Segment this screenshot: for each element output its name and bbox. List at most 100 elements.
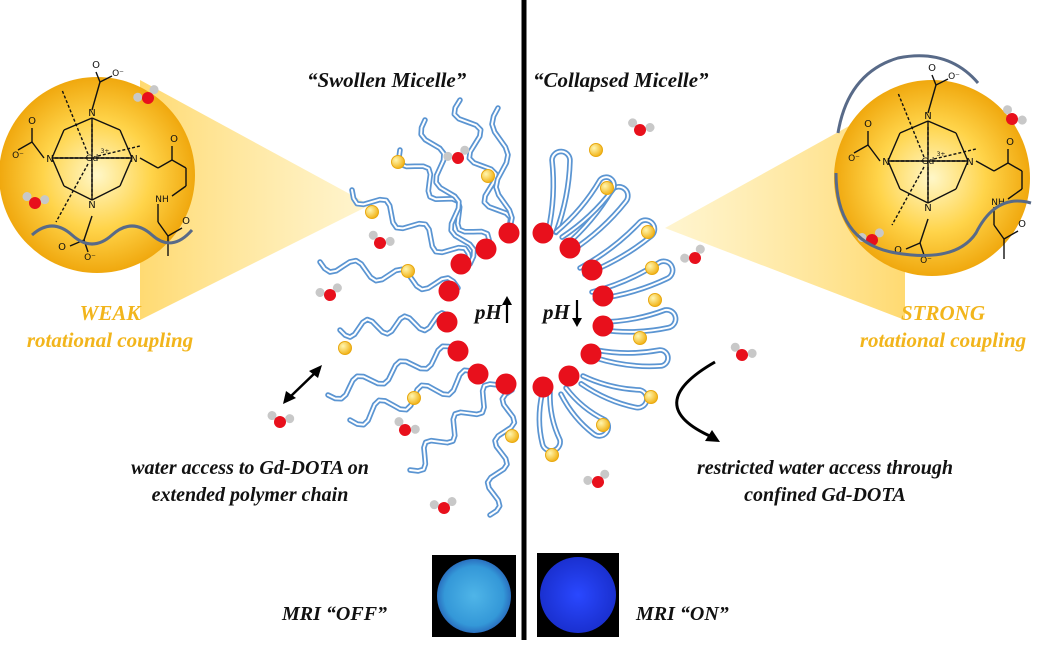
atom-label: NH bbox=[155, 195, 169, 205]
oxygen-atom bbox=[736, 349, 748, 361]
bond-line bbox=[51, 157, 65, 187]
swollen-micelle-title: “Swollen Micelle” bbox=[307, 68, 467, 92]
gd-bead bbox=[401, 264, 415, 278]
hydrogen-atom bbox=[460, 145, 470, 155]
atom-label: N bbox=[88, 200, 95, 211]
oxygen-atom bbox=[29, 197, 41, 209]
core-unit bbox=[467, 363, 489, 385]
core-unit bbox=[450, 253, 472, 275]
bond-line bbox=[993, 224, 1005, 240]
hydrogen-atom bbox=[149, 85, 159, 95]
mri-off-label: MRI “OFF” bbox=[282, 603, 388, 625]
bond-line bbox=[935, 78, 949, 86]
bond-line bbox=[97, 145, 141, 157]
left-caption-line2: extended polymer chain bbox=[151, 484, 349, 506]
right-gd-dota-magnified bbox=[834, 80, 1030, 276]
oxygen-atom bbox=[274, 416, 286, 428]
hydrogen-atom bbox=[133, 92, 143, 102]
bond-line bbox=[1003, 230, 1019, 240]
ph-right-label: pH bbox=[543, 300, 570, 324]
left-zoom-cone bbox=[140, 80, 370, 320]
oxygen-atom bbox=[1006, 113, 1018, 125]
hydrogen-atom bbox=[443, 151, 453, 161]
core-unit bbox=[495, 373, 517, 395]
atom-label: N bbox=[46, 154, 53, 165]
bond-line bbox=[99, 75, 113, 83]
mri-on-image bbox=[537, 553, 619, 637]
polymer-chain-core bbox=[486, 389, 516, 516]
hydrogen-atom bbox=[730, 342, 740, 352]
weak-label: WEAK bbox=[79, 301, 141, 325]
gd-bead bbox=[589, 143, 603, 157]
ph-up-arrow-icon bbox=[502, 296, 512, 323]
polymer-chain-core bbox=[409, 383, 499, 472]
hydrogen-atom bbox=[645, 122, 655, 132]
right-caption-line2: confined Gd-DOTA bbox=[744, 484, 906, 506]
atom-label: O⁻ bbox=[112, 69, 124, 79]
oxygen-atom bbox=[452, 152, 464, 164]
right-coupling-label: STRONG rotational coupling bbox=[838, 300, 1048, 354]
atom-label: O bbox=[894, 245, 902, 256]
hydrogen-atom bbox=[429, 500, 439, 510]
polymer-chain-core bbox=[397, 149, 491, 249]
atom-label: O⁻ bbox=[12, 151, 24, 161]
gd-bead bbox=[645, 261, 659, 275]
bond-line bbox=[933, 148, 977, 160]
oxygen-atom bbox=[689, 252, 701, 264]
core-unit bbox=[592, 315, 614, 337]
core-unit bbox=[580, 343, 602, 365]
core-unit bbox=[581, 259, 603, 281]
water-molecule-icon bbox=[1002, 105, 1027, 125]
left-rotational-coupling: rotational coupling bbox=[26, 328, 194, 352]
bond-line bbox=[919, 242, 925, 256]
bond-line bbox=[61, 89, 89, 155]
bond-line bbox=[31, 141, 45, 159]
bond-line bbox=[919, 218, 929, 244]
bond-line bbox=[157, 221, 169, 237]
atom-label: O bbox=[1018, 219, 1026, 230]
gd-bead bbox=[648, 293, 662, 307]
hydrogen-atom bbox=[747, 348, 757, 358]
hydrogen-atom bbox=[267, 411, 277, 421]
left-caption: water access to Gd-DOTA on extended poly… bbox=[90, 455, 410, 509]
gd-bead bbox=[633, 331, 647, 345]
bond-line bbox=[55, 163, 89, 223]
gd-bead bbox=[338, 341, 352, 355]
strong-label: STRONG bbox=[900, 301, 985, 325]
core-unit bbox=[532, 376, 554, 398]
bond-line bbox=[887, 132, 901, 162]
gd-bead bbox=[641, 225, 655, 239]
water-molecule-icon bbox=[315, 283, 342, 301]
right-caption: restricted water access through confined… bbox=[660, 455, 990, 509]
bond-line bbox=[83, 215, 93, 241]
core-unit bbox=[559, 237, 581, 259]
curved-arrow bbox=[675, 360, 720, 442]
polymer-chain-core bbox=[579, 219, 656, 276]
polymer-chain-core bbox=[555, 176, 616, 239]
core-unit bbox=[532, 222, 554, 244]
bond-line bbox=[171, 159, 187, 169]
bond-line bbox=[927, 120, 957, 134]
water-molecule-icon bbox=[22, 192, 50, 209]
atom-label: O bbox=[170, 134, 178, 145]
water-molecule-icon bbox=[680, 244, 705, 264]
atom-label: N bbox=[88, 108, 95, 119]
gd-bead bbox=[596, 418, 610, 432]
atom-label: O⁻ bbox=[84, 253, 96, 263]
hydrogen-atom bbox=[680, 253, 690, 263]
water-molecule-icon bbox=[267, 411, 295, 428]
bond-line bbox=[927, 84, 937, 114]
oxygen-atom bbox=[374, 237, 386, 249]
polymer-chain-core bbox=[559, 387, 610, 437]
double-arrow bbox=[283, 365, 322, 404]
bond-line bbox=[899, 188, 929, 204]
bond-line bbox=[1007, 188, 1023, 200]
left-caption-line1: water access to Gd-DOTA on bbox=[131, 457, 369, 479]
bond-line bbox=[95, 71, 101, 83]
bond-line bbox=[91, 81, 101, 111]
hydrogen-atom bbox=[628, 118, 638, 128]
polymer-chain-core bbox=[351, 189, 471, 263]
atom-label: O bbox=[928, 63, 936, 74]
atom-label: N bbox=[966, 157, 973, 168]
